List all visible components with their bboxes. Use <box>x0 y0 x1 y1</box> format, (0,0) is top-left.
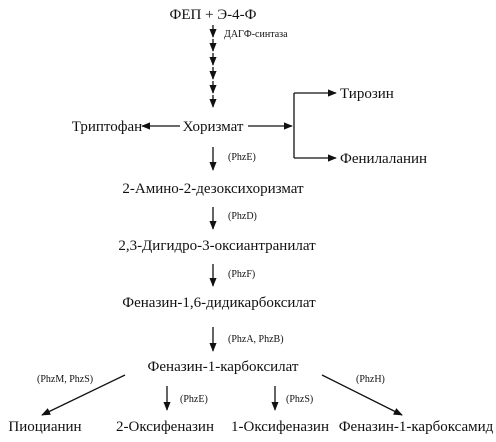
node-phenazine-carboxamide: Феназин-1-карбоксамид <box>339 419 494 435</box>
enzyme-phzs: (PhzS) <box>286 394 313 405</box>
node-chorismate: Хоризмат <box>183 119 244 135</box>
node-amino-deoxychorismate: 2-Амино-2-дезоксихоризмат <box>122 181 304 197</box>
enzyme-phze-1: (PhzE) <box>228 152 256 163</box>
enzyme-phzh: (PhzH) <box>356 374 385 385</box>
enzyme-phzm-phzs: (PhzM, PhzS) <box>37 374 93 385</box>
branch-aromatic-amino-acids <box>248 89 337 162</box>
node-pyocyanin: Пиоцианин <box>8 419 81 435</box>
node-fep-e4p: ФЕП + Э-4-Ф <box>169 7 256 23</box>
arrow-to-carboxamide <box>321 374 403 416</box>
enzyme-phza-phzb: (PhzA, PhzB) <box>228 334 284 345</box>
node-phenylalanine: Фенилаланин <box>340 151 427 167</box>
enzyme-phzf: (PhzF) <box>228 269 255 280</box>
arrow-to-pyocyanin <box>41 374 126 416</box>
enzyme-phzd: (PhzD) <box>228 211 257 222</box>
enzyme-phze-2: (PhzE) <box>180 394 208 405</box>
node-dihydro-oxyanthranilate: 2,3-Дигидро-3-оксиантранилат <box>118 238 316 254</box>
node-tyrosine: Тирозин <box>340 86 394 102</box>
node-tryptophan: Триптофан <box>72 119 142 135</box>
node-2-oxyphenazine: 2-Оксифеназин <box>116 419 214 435</box>
enzyme-dahp-synthase: ДАГФ-синтаза <box>224 29 288 40</box>
node-phenazine-dicarboxylate: Феназин-1,6-дидикарбоксилат <box>122 295 316 311</box>
node-phenazine-carboxylate: Феназин-1-карбоксилат <box>148 359 299 375</box>
node-1-oxyphenazine: 1-Оксифеназин <box>231 419 329 435</box>
